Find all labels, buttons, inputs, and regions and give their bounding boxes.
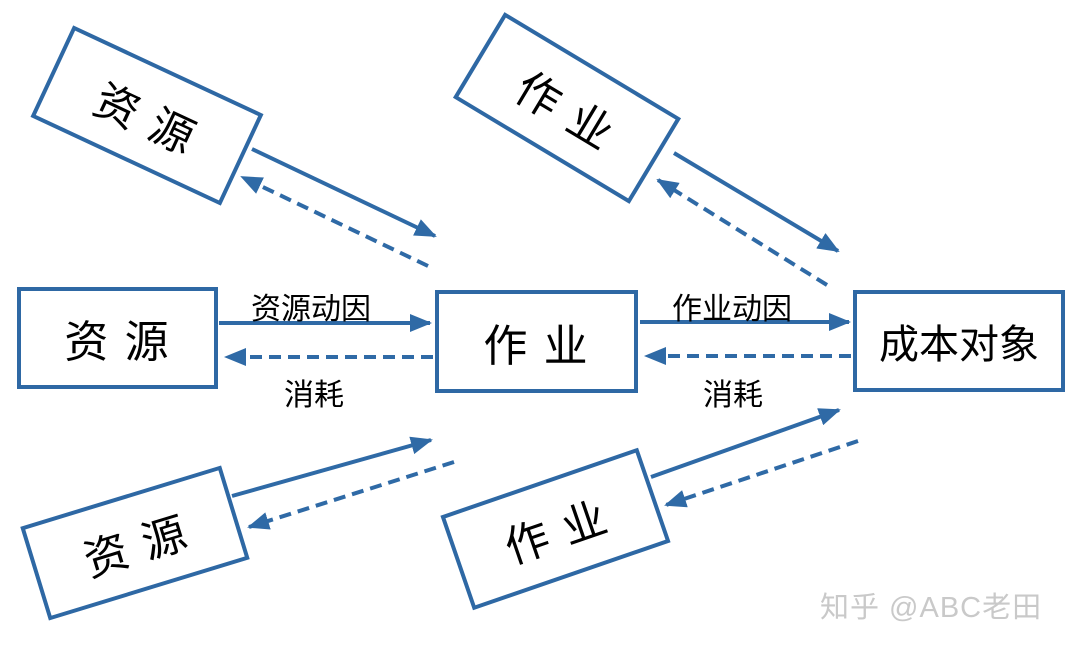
cost-object-box-label: 成本对象 (879, 323, 1039, 367)
resource-box-top-label: 资 源 (86, 74, 204, 165)
resource-top-return-arrow (240, 175, 429, 268)
activity-top-out-arrow (672, 151, 840, 253)
activity-box-mid-label: 作 业 (483, 321, 590, 371)
resource-bottom-return-arrow (247, 460, 455, 530)
resource-box-bottom-label: 资 源 (78, 508, 195, 587)
activity-driver-label: 作业动因 (672, 293, 792, 326)
activity-bottom-out-arrow (650, 408, 841, 479)
activity-bottom-return-arrow (664, 439, 859, 508)
consume-label-right: 消耗 (703, 379, 763, 412)
resource-driver-label: 资源动因 (251, 293, 371, 326)
resource-top-out-arrow (251, 147, 437, 238)
activity-box-bottom-label: 作 业 (498, 492, 616, 574)
cost-object-box: 成本对象 (853, 290, 1065, 392)
resource-bottom-out-arrow (231, 436, 433, 498)
zhihu-watermark: 知乎 @ABC老田 (820, 592, 1043, 624)
resource-box-mid: 资 源 (17, 287, 218, 389)
activity-box-mid: 作 业 (435, 290, 638, 393)
resource-box-mid-label: 资 源 (64, 318, 171, 367)
consume-label-left: 消耗 (284, 379, 344, 412)
activity-top-return-arrow (656, 178, 829, 287)
